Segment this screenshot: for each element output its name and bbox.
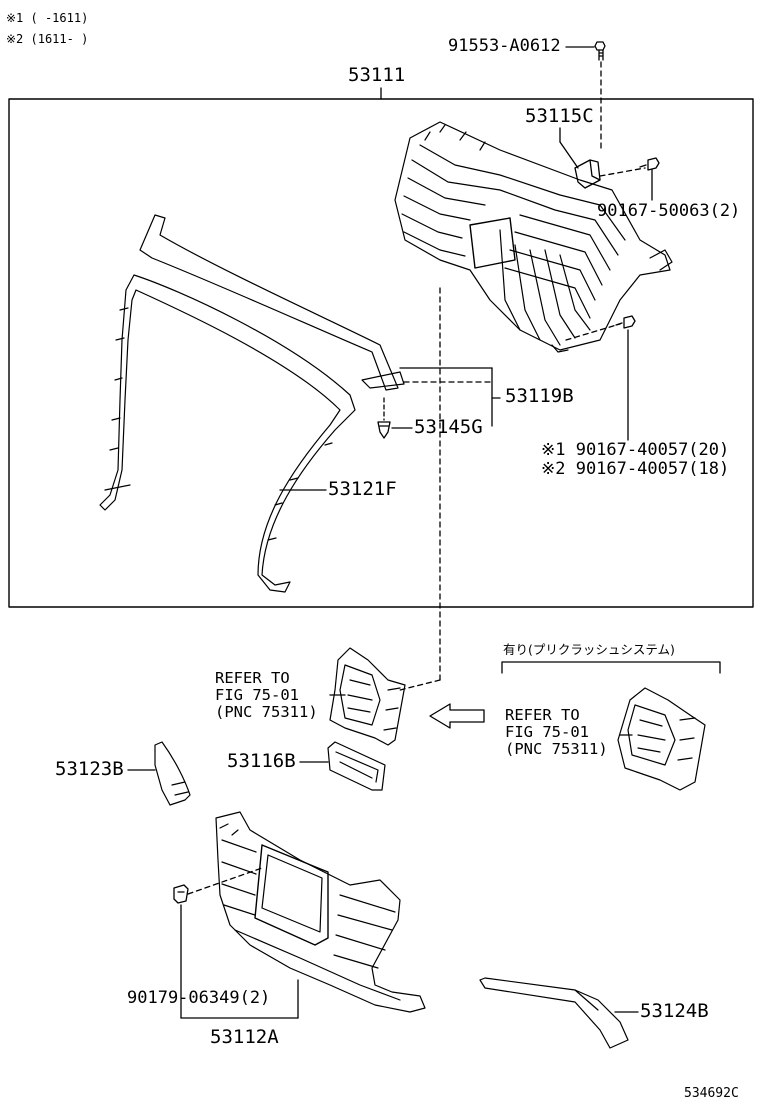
screw-90167-50063-icon [639, 157, 660, 171]
label-90167-40057-note2: ※2 90167-40057(18) [541, 459, 730, 479]
label-53124B: 53124B [640, 1000, 709, 1022]
label-90167-50063: 90167-50063(2) [597, 201, 741, 221]
clip-90179-icon [173, 884, 189, 904]
note-2: ※2 (1611- ) [6, 32, 89, 46]
label-90179-06349: 90179-06349(2) [127, 988, 271, 1008]
dash-90179 [187, 867, 263, 895]
moulding-53119B-drawing [139, 214, 405, 391]
bolt-91553-icon [594, 41, 606, 61]
label-53112A: 53112A [210, 1026, 279, 1048]
clip-53145G-icon [377, 421, 391, 439]
assembly-frame [8, 98, 754, 608]
option-bracket [501, 661, 721, 674]
label-53115C: 53115C [525, 105, 594, 127]
refer-fig-right: REFER TO FIG 75-01 (PNC 75311) [505, 706, 608, 758]
diagram-id: 534692C [684, 1086, 739, 1101]
cover-53123B-drawing [154, 741, 191, 806]
note-1: ※1 ( -1611) [6, 11, 89, 25]
upper-grille-drawing [394, 121, 673, 353]
refer-fig-left: REFER TO FIG 75-01 (PNC 75311) [215, 669, 318, 721]
label-53123B: 53123B [55, 758, 124, 780]
dash-53115C [599, 167, 646, 177]
moulding-53121F-drawing [99, 274, 356, 593]
radar-unit-left-drawing [329, 647, 406, 746]
label-53116B: 53116B [227, 750, 296, 772]
moulding-53124B-drawing [479, 977, 629, 1049]
lower-grille-drawing [215, 811, 426, 1013]
bracket-53115C-drawing [574, 159, 601, 189]
screw-90167-40057-icon [615, 315, 636, 329]
label-53145G: 53145G [414, 416, 483, 438]
label-53119B: 53119B [505, 385, 574, 407]
label-53121F: 53121F [328, 478, 397, 500]
label-53111: 53111 [348, 64, 406, 86]
label-91553-A0612: 91553-A0612 [448, 36, 561, 56]
arrow-left-icon [429, 703, 485, 729]
cover-53116B-drawing [327, 741, 386, 791]
option-label: 有り(プリクラッシュシステム) [503, 642, 675, 657]
radar-unit-right-drawing [617, 687, 706, 791]
label-90167-40057-note1: ※1 90167-40057(20) [541, 440, 730, 460]
dash-90167-40057 [565, 323, 621, 341]
